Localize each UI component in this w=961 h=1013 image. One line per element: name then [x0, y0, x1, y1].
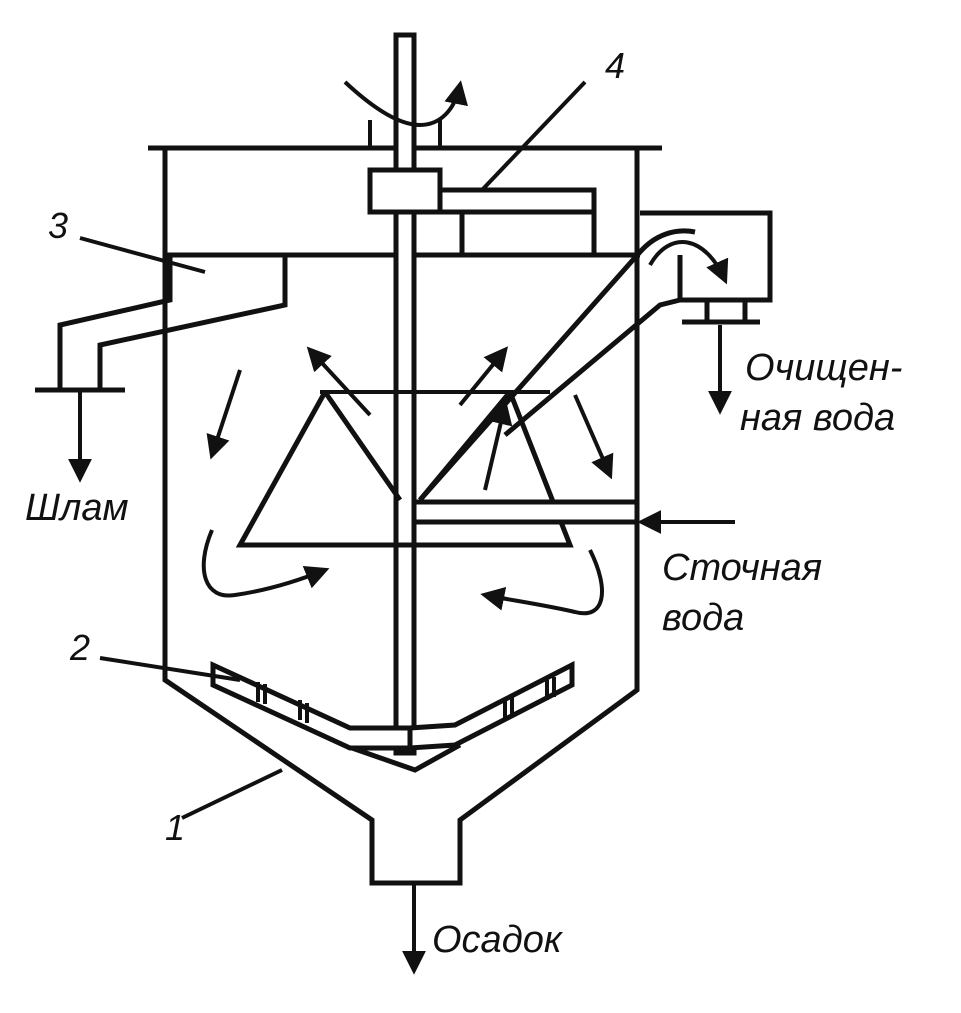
flow-arrow-6 [201, 529, 330, 598]
callout-line-4 [480, 80, 587, 192]
cone-bottom [351, 742, 462, 773]
callout-2: 2 [69, 627, 90, 668]
clean-water-riser [418, 228, 696, 502]
label-treated-water-1: Очищен- [745, 347, 902, 389]
scraper-left [210, 661, 413, 751]
callout-4: 4 [605, 45, 625, 86]
outlet-chamber [640, 210, 773, 303]
drive-block [367, 167, 443, 215]
label-waste-water-2: вода [662, 597, 744, 639]
scraper-bolts [256, 677, 556, 723]
callout-1: 1 [165, 807, 185, 848]
flow-arrow-2 [458, 346, 509, 407]
tank-body [162, 148, 640, 886]
drive-housing [440, 187, 597, 255]
flow-arrow-1 [306, 346, 372, 417]
flow-arrow-4 [573, 394, 614, 480]
flow-arrow-5 [483, 400, 513, 491]
outlet-pipe [704, 300, 748, 322]
callout-3: 3 [48, 205, 68, 246]
label-sediment: Осадок [432, 919, 564, 961]
flow-arrow-7 [480, 549, 604, 616]
label-waste-water-1: Сточная [662, 547, 822, 589]
scraper-right [407, 660, 575, 751]
sludge-box [57, 255, 288, 390]
riser-outflow-arrow [648, 240, 729, 285]
label-treated-water-2: ная вода [740, 397, 895, 439]
callout-line-3 [79, 236, 206, 274]
callout-line-2 [99, 656, 241, 682]
flow-arrow-3 [206, 369, 242, 460]
callout-line-1 [181, 768, 283, 820]
inlet-pipe [411, 499, 640, 525]
air-flow-arrow [343, 80, 468, 128]
label-sludge: Шлам [25, 487, 129, 529]
